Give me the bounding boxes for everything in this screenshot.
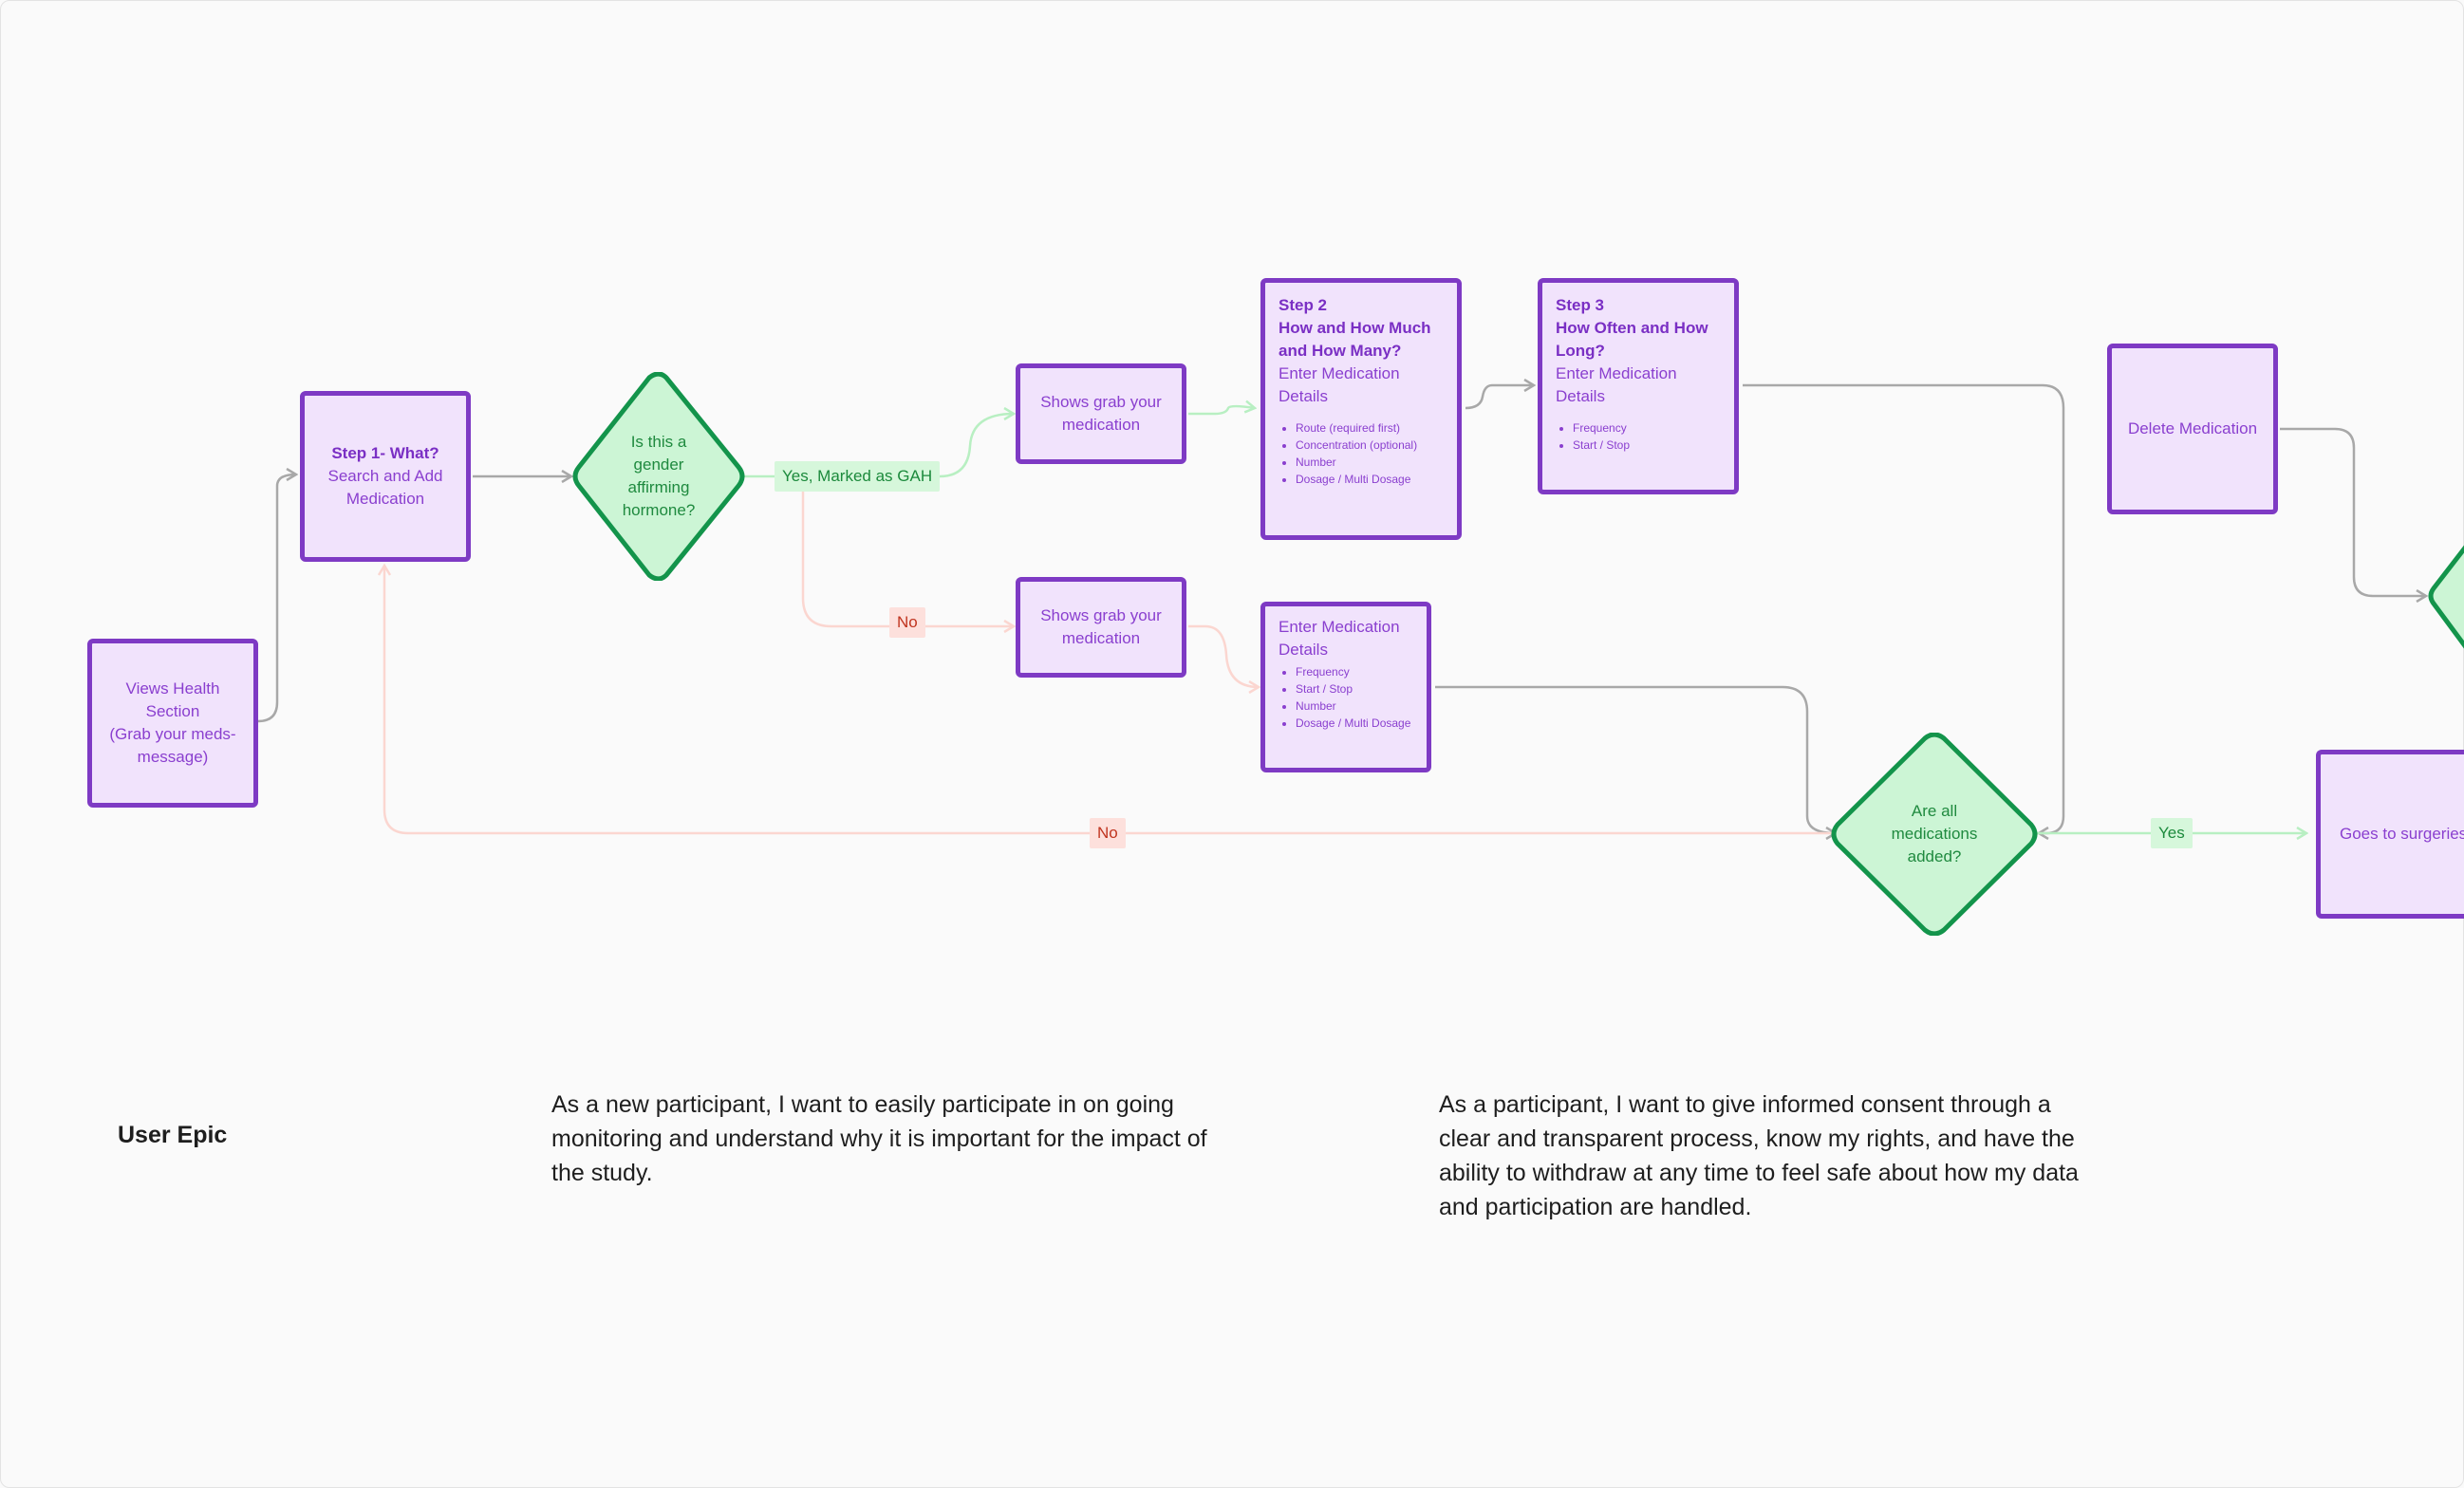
edge-grab-to-step2: [1188, 406, 1255, 416]
step3-subtitle: How Often and How Long?: [1556, 319, 1708, 360]
all-added-decision[interactable]: Are all medications added?: [1830, 733, 2039, 936]
user-epic-title: User Epic: [118, 1122, 228, 1148]
step2-item: Dosage / Multi Dosage: [1296, 471, 1444, 488]
partial-decision[interactable]: [2428, 541, 2464, 653]
partial-decision-shape: [2428, 545, 2464, 649]
label-yes-gah: Yes, Marked as GAH: [775, 461, 941, 492]
step1-text: Search and Add Medication: [327, 467, 443, 508]
delete-medication-text: Delete Medication: [2127, 419, 2258, 437]
enter-details-node[interactable]: Enter Medication Details Frequency Start…: [1260, 602, 1431, 772]
edge-enter-to-decision: [1435, 685, 1836, 833]
grab-medication-yes-text: Shows grab your medication: [1040, 393, 1162, 434]
surgeries-text: Goes to surgeries: [2340, 825, 2464, 843]
edge-step2-to-step3: [1465, 385, 1534, 410]
user-story-1: As a new participant, I want to easily p…: [551, 1091, 1207, 1186]
grab-medication-no-node[interactable]: Shows grab your medication: [1016, 577, 1186, 678]
views-health-line-1: Views Health Section: [125, 679, 220, 720]
label-no-all: No: [1090, 818, 1126, 848]
label-yes-all: Yes: [2151, 818, 2193, 848]
enter-details-text: Enter Medication Details: [1279, 618, 1400, 659]
enter-details-item: Number: [1296, 698, 1413, 715]
step2-list: Route (required first) Concentration (op…: [1279, 419, 1444, 488]
step2-text: Enter Medication Details: [1279, 364, 1400, 405]
label-no-gah: No: [889, 607, 925, 638]
gah-decision-shape: [572, 372, 745, 581]
enter-details-item: Dosage / Multi Dosage: [1296, 715, 1413, 732]
enter-details-list: Frequency Start / Stop Number Dosage / M…: [1279, 663, 1413, 732]
gah-decision-text: Is this a gender affirming hormone?: [622, 433, 696, 519]
step2-item: Concentration (optional): [1296, 437, 1444, 454]
delete-medication-node[interactable]: Delete Medication: [2107, 344, 2278, 514]
step1-node[interactable]: Step 1- What? Search and Add Medication: [300, 391, 471, 562]
step3-node[interactable]: Step 3 How Often and How Long? Enter Med…: [1538, 278, 1739, 494]
views-health-node[interactable]: Views Health Section (Grab your meds-mes…: [87, 639, 258, 808]
all-added-decision-text: Are all medications added?: [1891, 802, 1978, 865]
step3-list: Frequency Start / Stop: [1556, 419, 1721, 454]
gah-decision[interactable]: Is this a gender affirming hormone?: [571, 372, 746, 581]
enter-details-item: Frequency: [1296, 663, 1413, 680]
step2-title: Step 2: [1279, 296, 1328, 314]
edge-views-to-step1: [257, 474, 296, 723]
surgeries-node[interactable]: Goes to surgeries: [2316, 750, 2464, 919]
step2-subtitle: How and How Much and How Many?: [1279, 319, 1431, 360]
step3-item: Frequency: [1573, 419, 1721, 437]
all-added-decision-shape: [1831, 733, 2038, 936]
step3-text: Enter Medication Details: [1556, 364, 1677, 405]
step1-title: Step 1- What?: [331, 444, 439, 462]
step2-item: Route (required first): [1296, 419, 1444, 437]
step2-item: Number: [1296, 454, 1444, 471]
grab-medication-no-text: Shows grab your medication: [1040, 606, 1162, 647]
enter-details-item: Start / Stop: [1296, 680, 1413, 698]
step3-item: Start / Stop: [1573, 437, 1721, 454]
step3-title: Step 3: [1556, 296, 1605, 314]
user-story-2: As a participant, I want to give informe…: [1439, 1091, 2079, 1220]
views-health-line-2: (Grab your meds-message): [109, 725, 236, 766]
step2-node[interactable]: Step 2 How and How Much and How Many? En…: [1260, 278, 1462, 540]
edge-grabno-to-enter: [1188, 624, 1259, 687]
edge-gah-yes: [744, 414, 1014, 478]
edge-decision-no-loop: [384, 566, 1836, 835]
edge-gah-no: [801, 486, 1014, 626]
grab-medication-yes-node[interactable]: Shows grab your medication: [1016, 363, 1186, 464]
edge-delete-to-next: [2280, 427, 2426, 596]
